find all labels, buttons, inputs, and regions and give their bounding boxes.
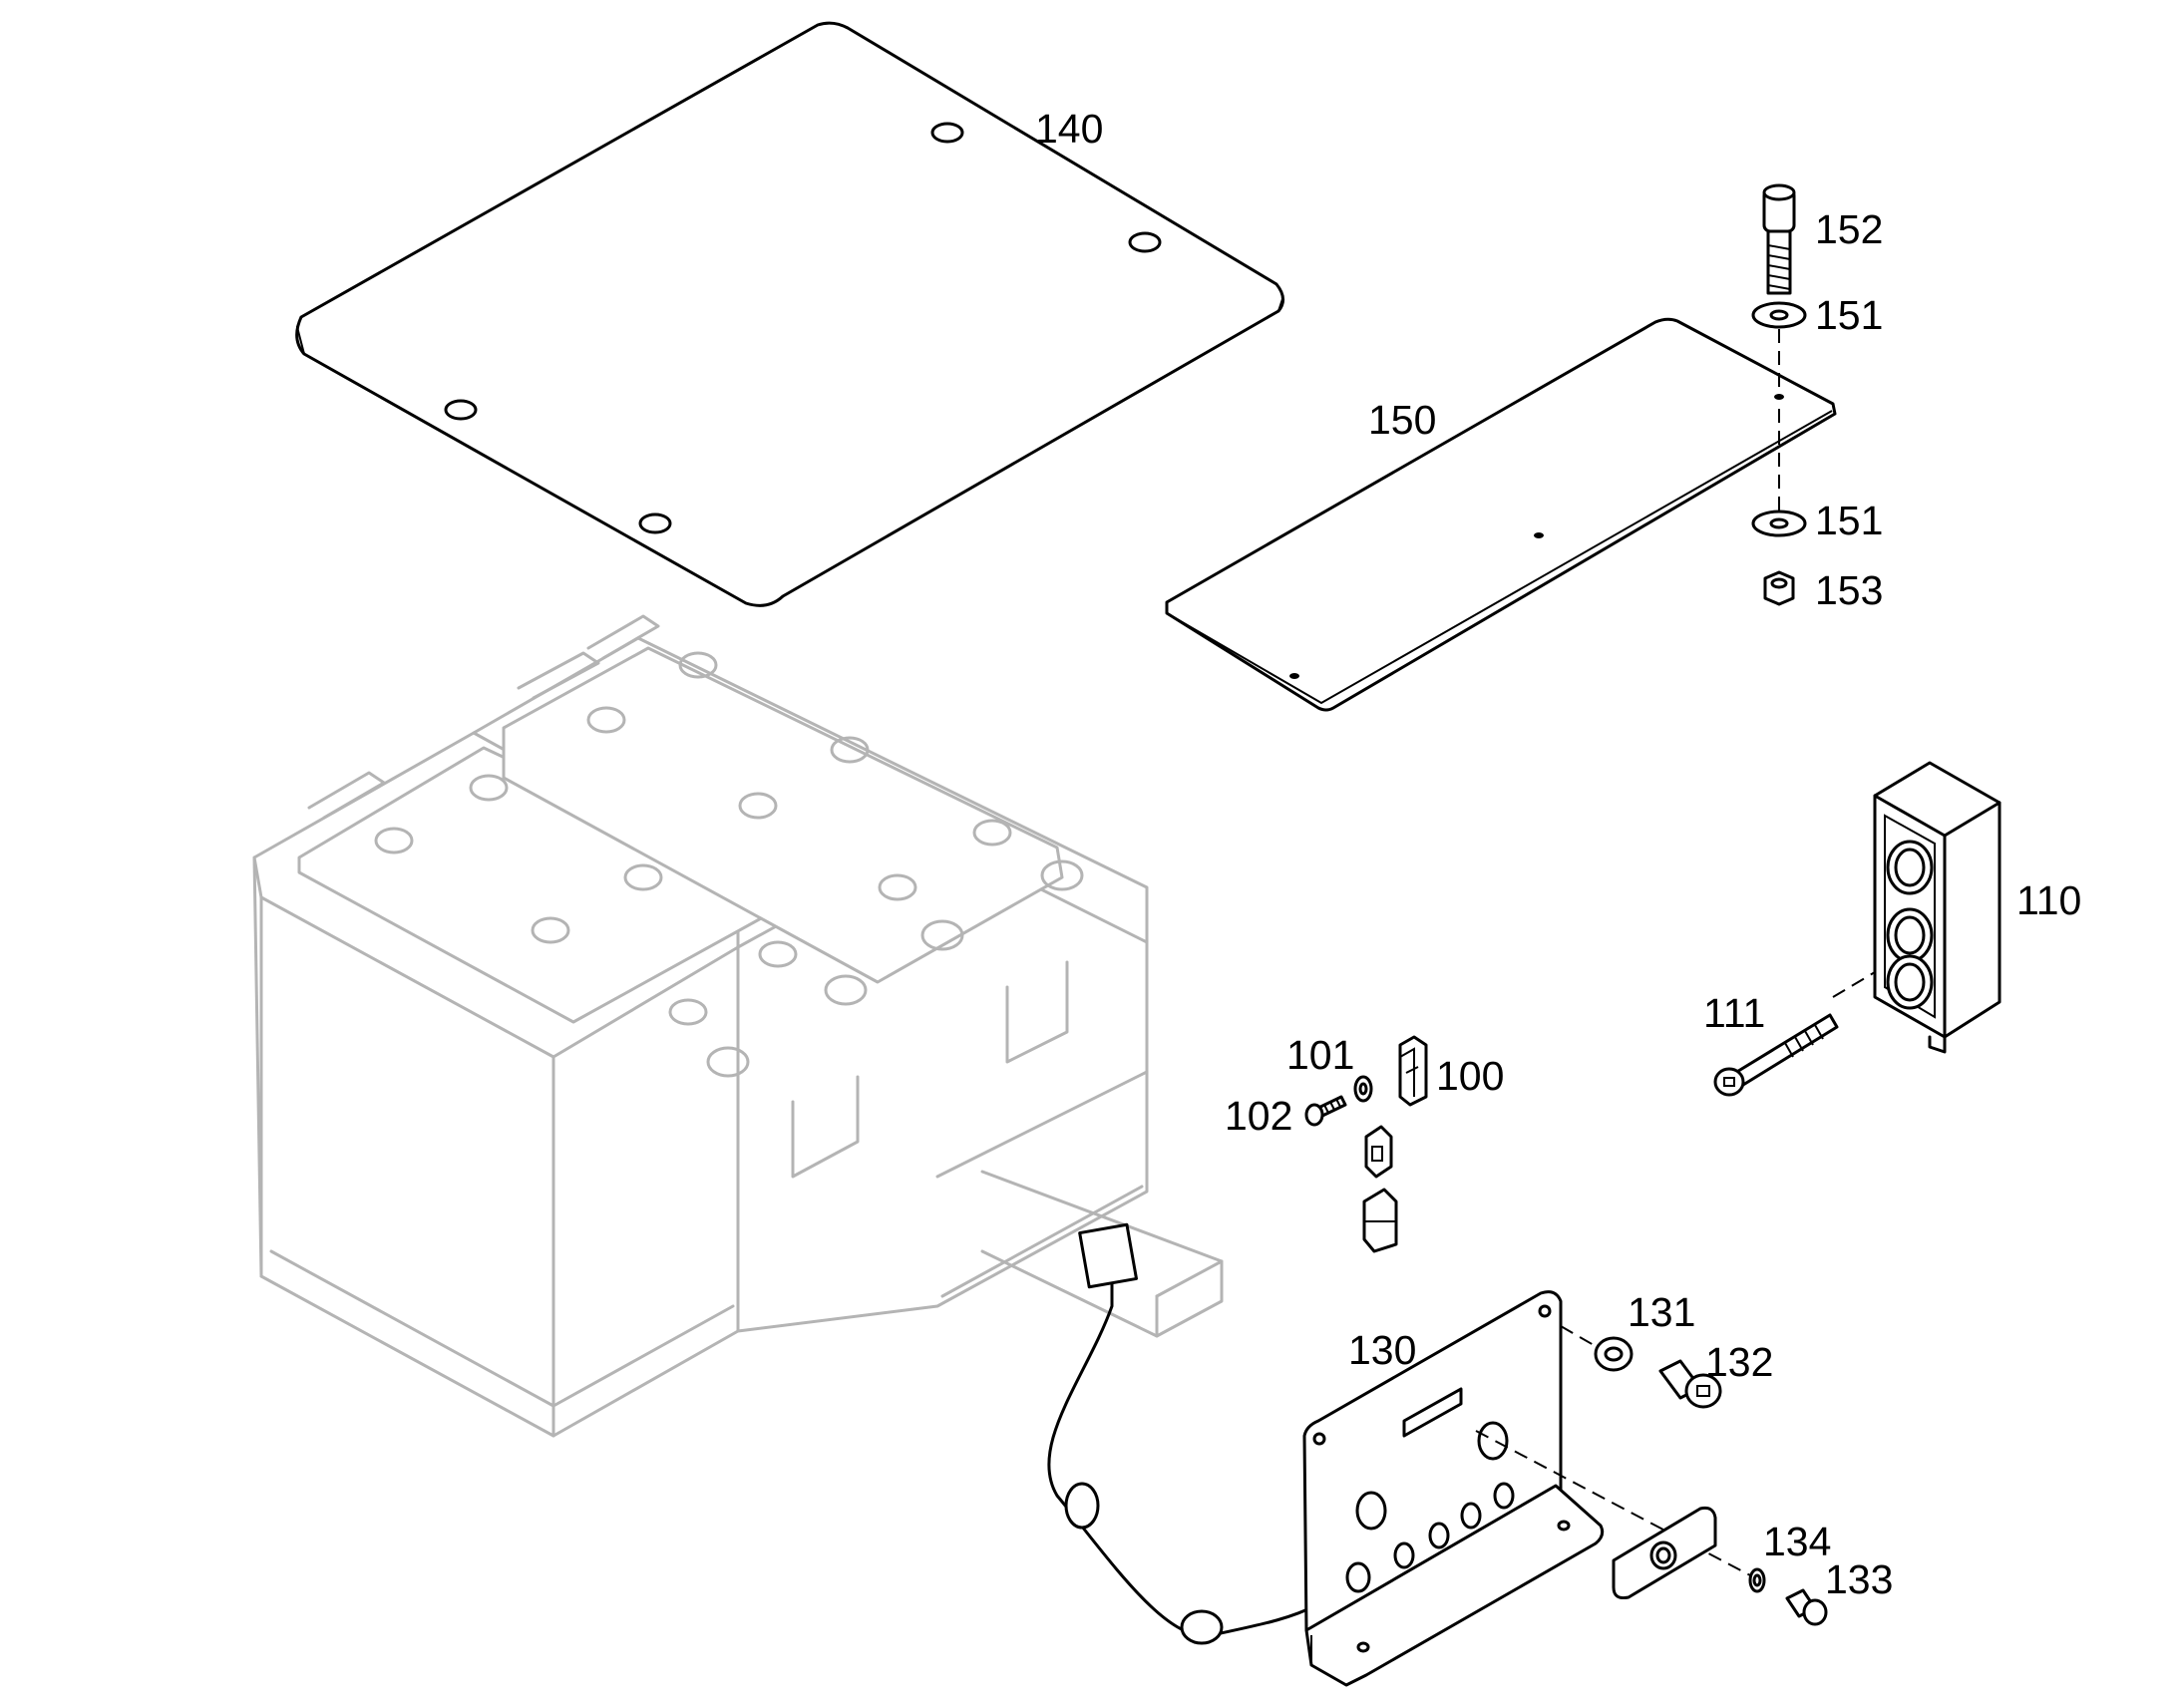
part-150-plate xyxy=(1165,317,1837,712)
label-102: 102 xyxy=(1225,1093,1292,1139)
label-131: 131 xyxy=(1628,1289,1695,1335)
label-111: 111 xyxy=(1703,990,1765,1036)
part-labels: 140 152 151 150 151 153 110 111 101 100 … xyxy=(1035,106,2081,1602)
battery-assembly xyxy=(252,614,1318,1645)
label-134: 134 xyxy=(1763,1519,1831,1564)
part-110-switch-box xyxy=(1873,761,2001,1054)
part-133-screw xyxy=(1785,1588,1828,1626)
fastener-stack-150 xyxy=(1751,183,1807,606)
part-132-screw xyxy=(1658,1359,1722,1409)
label-130: 130 xyxy=(1348,1327,1416,1373)
label-140: 140 xyxy=(1035,106,1103,152)
part-134-washer xyxy=(1748,1567,1766,1593)
label-132: 132 xyxy=(1705,1339,1773,1385)
part-100-clip-group xyxy=(1304,1035,1428,1253)
label-133: 133 xyxy=(1825,1556,1893,1602)
part-130-bracket xyxy=(1302,1290,1751,1687)
label-150: 150 xyxy=(1368,397,1436,443)
part-130-clamp-plate xyxy=(1612,1506,1717,1599)
label-153: 153 xyxy=(1815,567,1883,613)
label-151-top: 151 xyxy=(1815,292,1883,338)
label-110: 110 xyxy=(2016,877,2081,923)
part-140-cover-plate xyxy=(295,21,1284,607)
label-151-bottom: 151 xyxy=(1815,498,1883,543)
label-100: 100 xyxy=(1436,1053,1504,1099)
part-111-screw xyxy=(1713,971,1876,1097)
label-152: 152 xyxy=(1815,206,1883,252)
label-101: 101 xyxy=(1286,1032,1354,1078)
part-131-washer xyxy=(1594,1336,1634,1372)
